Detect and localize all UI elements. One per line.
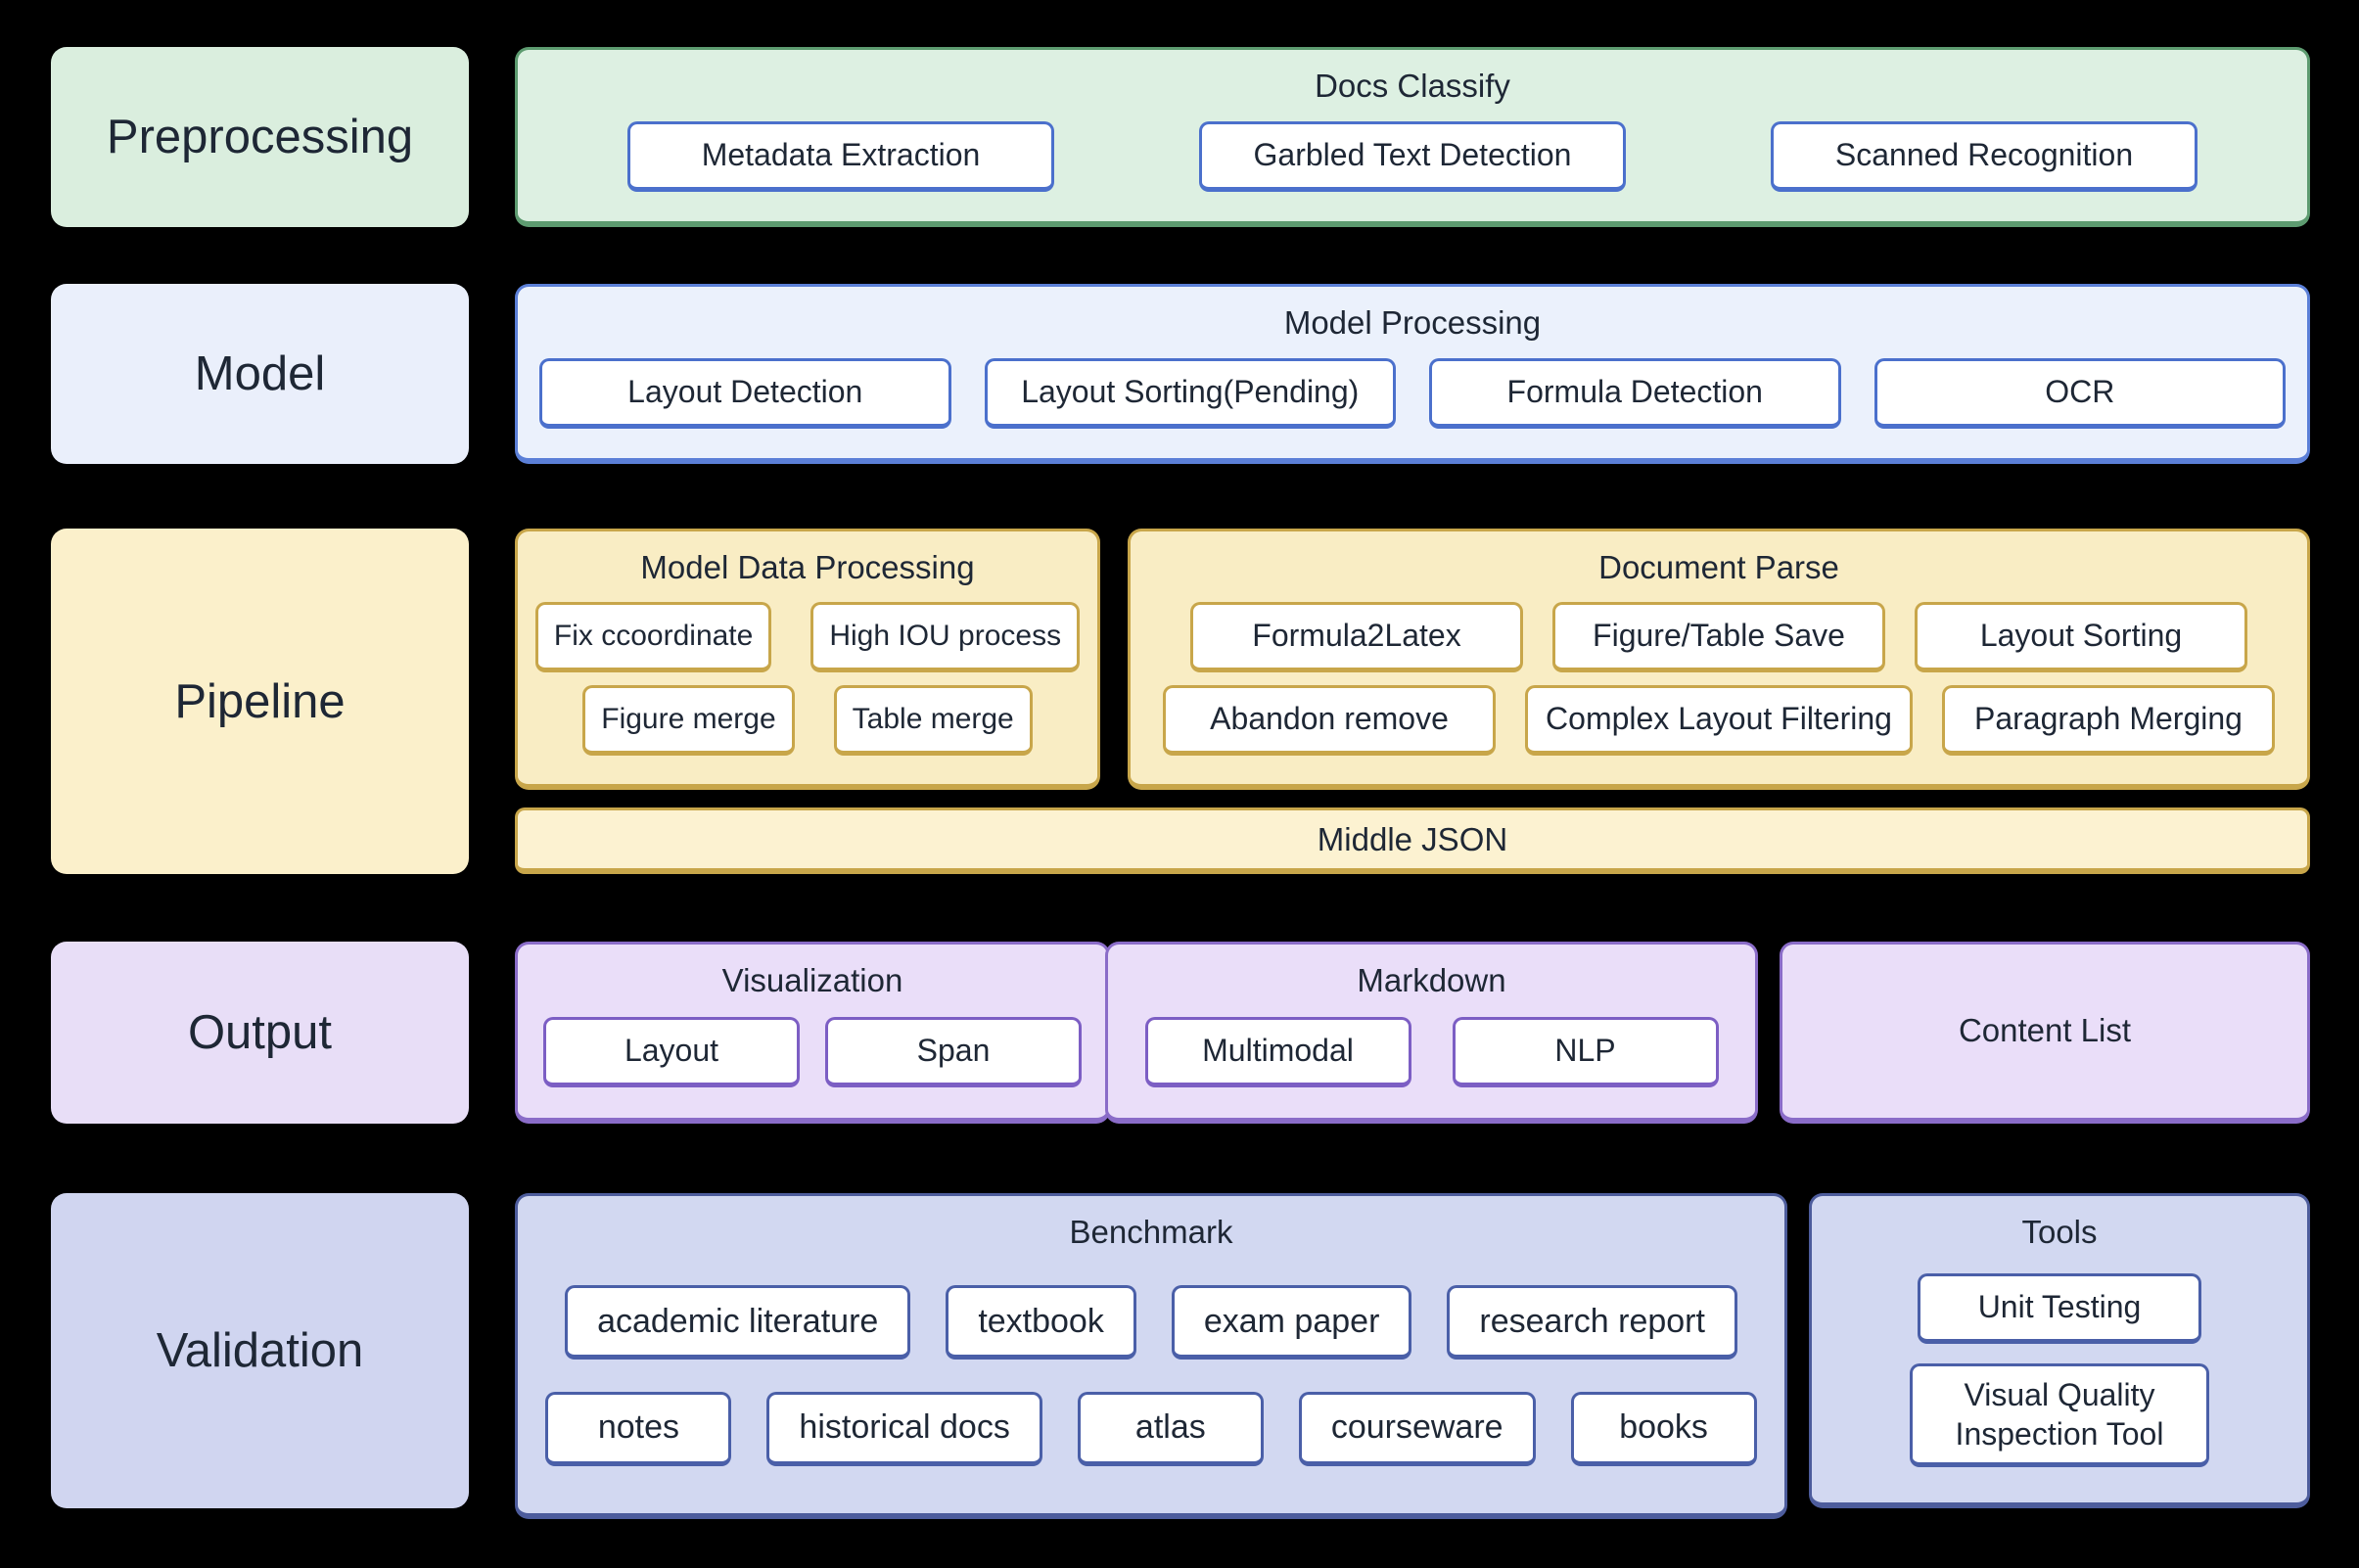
- node-garbled-text-detection: Garbled Text Detection: [1199, 120, 1626, 192]
- node-abandon-remove: Abandon remove: [1163, 684, 1497, 756]
- node-research-report: research report: [1447, 1285, 1737, 1360]
- node-metadata-extraction: Metadata Extraction: [627, 120, 1054, 192]
- node-textbook: textbook: [946, 1285, 1136, 1360]
- node-paragraph-merging: Paragraph Merging: [1941, 684, 2275, 756]
- group-title-visualization: Visualization: [721, 962, 903, 998]
- row-pipeline: Pipeline Model Data Processing Fix ccoor…: [51, 529, 2310, 874]
- row-label-preprocessing: Preprocessing: [51, 47, 469, 227]
- node-span: Span: [825, 1016, 1082, 1087]
- group-title-model-data-processing: Model Data Processing: [640, 549, 975, 585]
- group-title-tools: Tools: [2021, 1214, 2098, 1250]
- node-scanned-recognition: Scanned Recognition: [1771, 120, 2197, 192]
- node-ocr: OCR: [1873, 357, 2286, 429]
- node-nlp: NLP: [1452, 1016, 1719, 1087]
- benchmark-box-row-1: academic literature textbook exam paper …: [518, 1285, 1784, 1360]
- node-layout-sorting-pending: Layout Sorting(Pending): [984, 357, 1396, 429]
- group-title-benchmark: Benchmark: [1069, 1214, 1233, 1250]
- node-books: books: [1570, 1391, 1757, 1466]
- group-title-docs-classify: Docs Classify: [1315, 68, 1510, 104]
- mdp-box-row-1: Fix ccoordinate High IOU process: [518, 601, 1097, 672]
- node-formula2latex: Formula2Latex: [1190, 601, 1523, 672]
- group-model-processing: Model Processing Layout Detection Layout…: [515, 284, 2310, 464]
- node-visual-quality-inspection-tool: Visual Quality Inspection Tool: [1910, 1362, 2209, 1467]
- group-markdown: Markdown Multimodal NLP: [1105, 942, 1758, 1124]
- node-layout-sorting: Layout Sorting: [1915, 601, 2247, 672]
- middle-json-bar: Middle JSON: [515, 807, 2310, 874]
- benchmark-rows: academic literature textbook exam paper …: [518, 1254, 1784, 1498]
- row-validation: Validation Benchmark academic literature…: [51, 1193, 2310, 1519]
- validation-groups: Benchmark academic literature textbook e…: [515, 1193, 2310, 1519]
- benchmark-box-row-2: notes historical docs atlas courseware b…: [518, 1391, 1784, 1466]
- group-document-parse: Document Parse Formula2Latex Figure/Tabl…: [1128, 529, 2310, 790]
- row-preprocessing: Preprocessing Docs Classify Metadata Ext…: [51, 47, 2310, 227]
- mdp-box-row-2: Figure merge Table merge: [518, 684, 1097, 756]
- node-formula-detection: Formula Detection: [1429, 357, 1841, 429]
- group-title-markdown: Markdown: [1357, 962, 1506, 998]
- node-historical-docs: historical docs: [766, 1391, 1042, 1466]
- node-multimodal: Multimodal: [1144, 1016, 1411, 1087]
- group-title-document-parse: Document Parse: [1598, 549, 1839, 585]
- document-parse-rows: Formula2Latex Figure/Table Save Layout S…: [1140, 589, 2297, 768]
- group-content-list: Content List: [1780, 942, 2310, 1124]
- node-atlas: atlas: [1077, 1391, 1264, 1466]
- row-label-pipeline: Pipeline: [51, 529, 469, 874]
- group-title-model-processing: Model Processing: [1283, 304, 1542, 341]
- dp-box-row-2: Abandon remove Complex Layout Filtering …: [1140, 684, 2297, 756]
- node-exam-paper: exam paper: [1171, 1285, 1412, 1360]
- node-layout: Layout: [543, 1016, 800, 1087]
- pipeline-content: Model Data Processing Fix ccoordinate Hi…: [515, 529, 2310, 874]
- group-docs-classify: Docs Classify Metadata Extraction Garble…: [515, 47, 2310, 227]
- row-output: Output Visualization Layout Span Markdow…: [51, 942, 2310, 1124]
- row-label-output: Output: [51, 942, 469, 1124]
- output-groups: Visualization Layout Span Markdown Multi…: [515, 942, 2310, 1124]
- node-complex-layout-filtering: Complex Layout Filtering: [1525, 684, 1913, 756]
- group-tools: Tools Unit Testing Visual Quality Inspec…: [1809, 1193, 2310, 1508]
- node-academic-literature: academic literature: [565, 1285, 911, 1360]
- node-table-merge: Table merge: [833, 684, 1033, 756]
- node-layout-detection: Layout Detection: [539, 357, 951, 429]
- pipeline-top-groups: Model Data Processing Fix ccoordinate Hi…: [515, 529, 2310, 790]
- node-unit-testing: Unit Testing: [1918, 1272, 2201, 1344]
- group-benchmark: Benchmark academic literature textbook e…: [515, 1193, 1787, 1519]
- node-high-iou-process: High IOU process: [810, 601, 1081, 672]
- model-processing-box-row: Layout Detection Layout Sorting(Pending)…: [518, 345, 2307, 442]
- group-visualization: Visualization Layout Span: [515, 942, 1110, 1124]
- model-data-processing-rows: Fix ccoordinate High IOU process Figure …: [518, 589, 1097, 768]
- tools-column: Unit Testing Visual Quality Inspection T…: [1812, 1254, 2307, 1487]
- row-model: Model Model Processing Layout Detection …: [51, 284, 2310, 464]
- group-model-data-processing: Model Data Processing Fix ccoordinate Hi…: [515, 529, 1100, 790]
- node-fix-ccoordinate: Fix ccoordinate: [534, 601, 772, 672]
- visualization-box-row: Layout Span: [518, 1002, 1107, 1102]
- node-figure-table-save: Figure/Table Save: [1552, 601, 1885, 672]
- node-figure-merge: Figure merge: [582, 684, 795, 756]
- node-courseware: courseware: [1298, 1391, 1536, 1466]
- group-title-content-list: Content List: [1958, 1012, 2132, 1049]
- node-notes: notes: [545, 1391, 732, 1466]
- markdown-box-row: Multimodal NLP: [1108, 1002, 1755, 1102]
- docs-classify-box-row: Metadata Extraction Garbled Text Detecti…: [518, 108, 2307, 206]
- dp-box-row-1: Formula2Latex Figure/Table Save Layout S…: [1140, 601, 2297, 672]
- row-label-model: Model: [51, 284, 469, 464]
- row-label-validation: Validation: [51, 1193, 469, 1508]
